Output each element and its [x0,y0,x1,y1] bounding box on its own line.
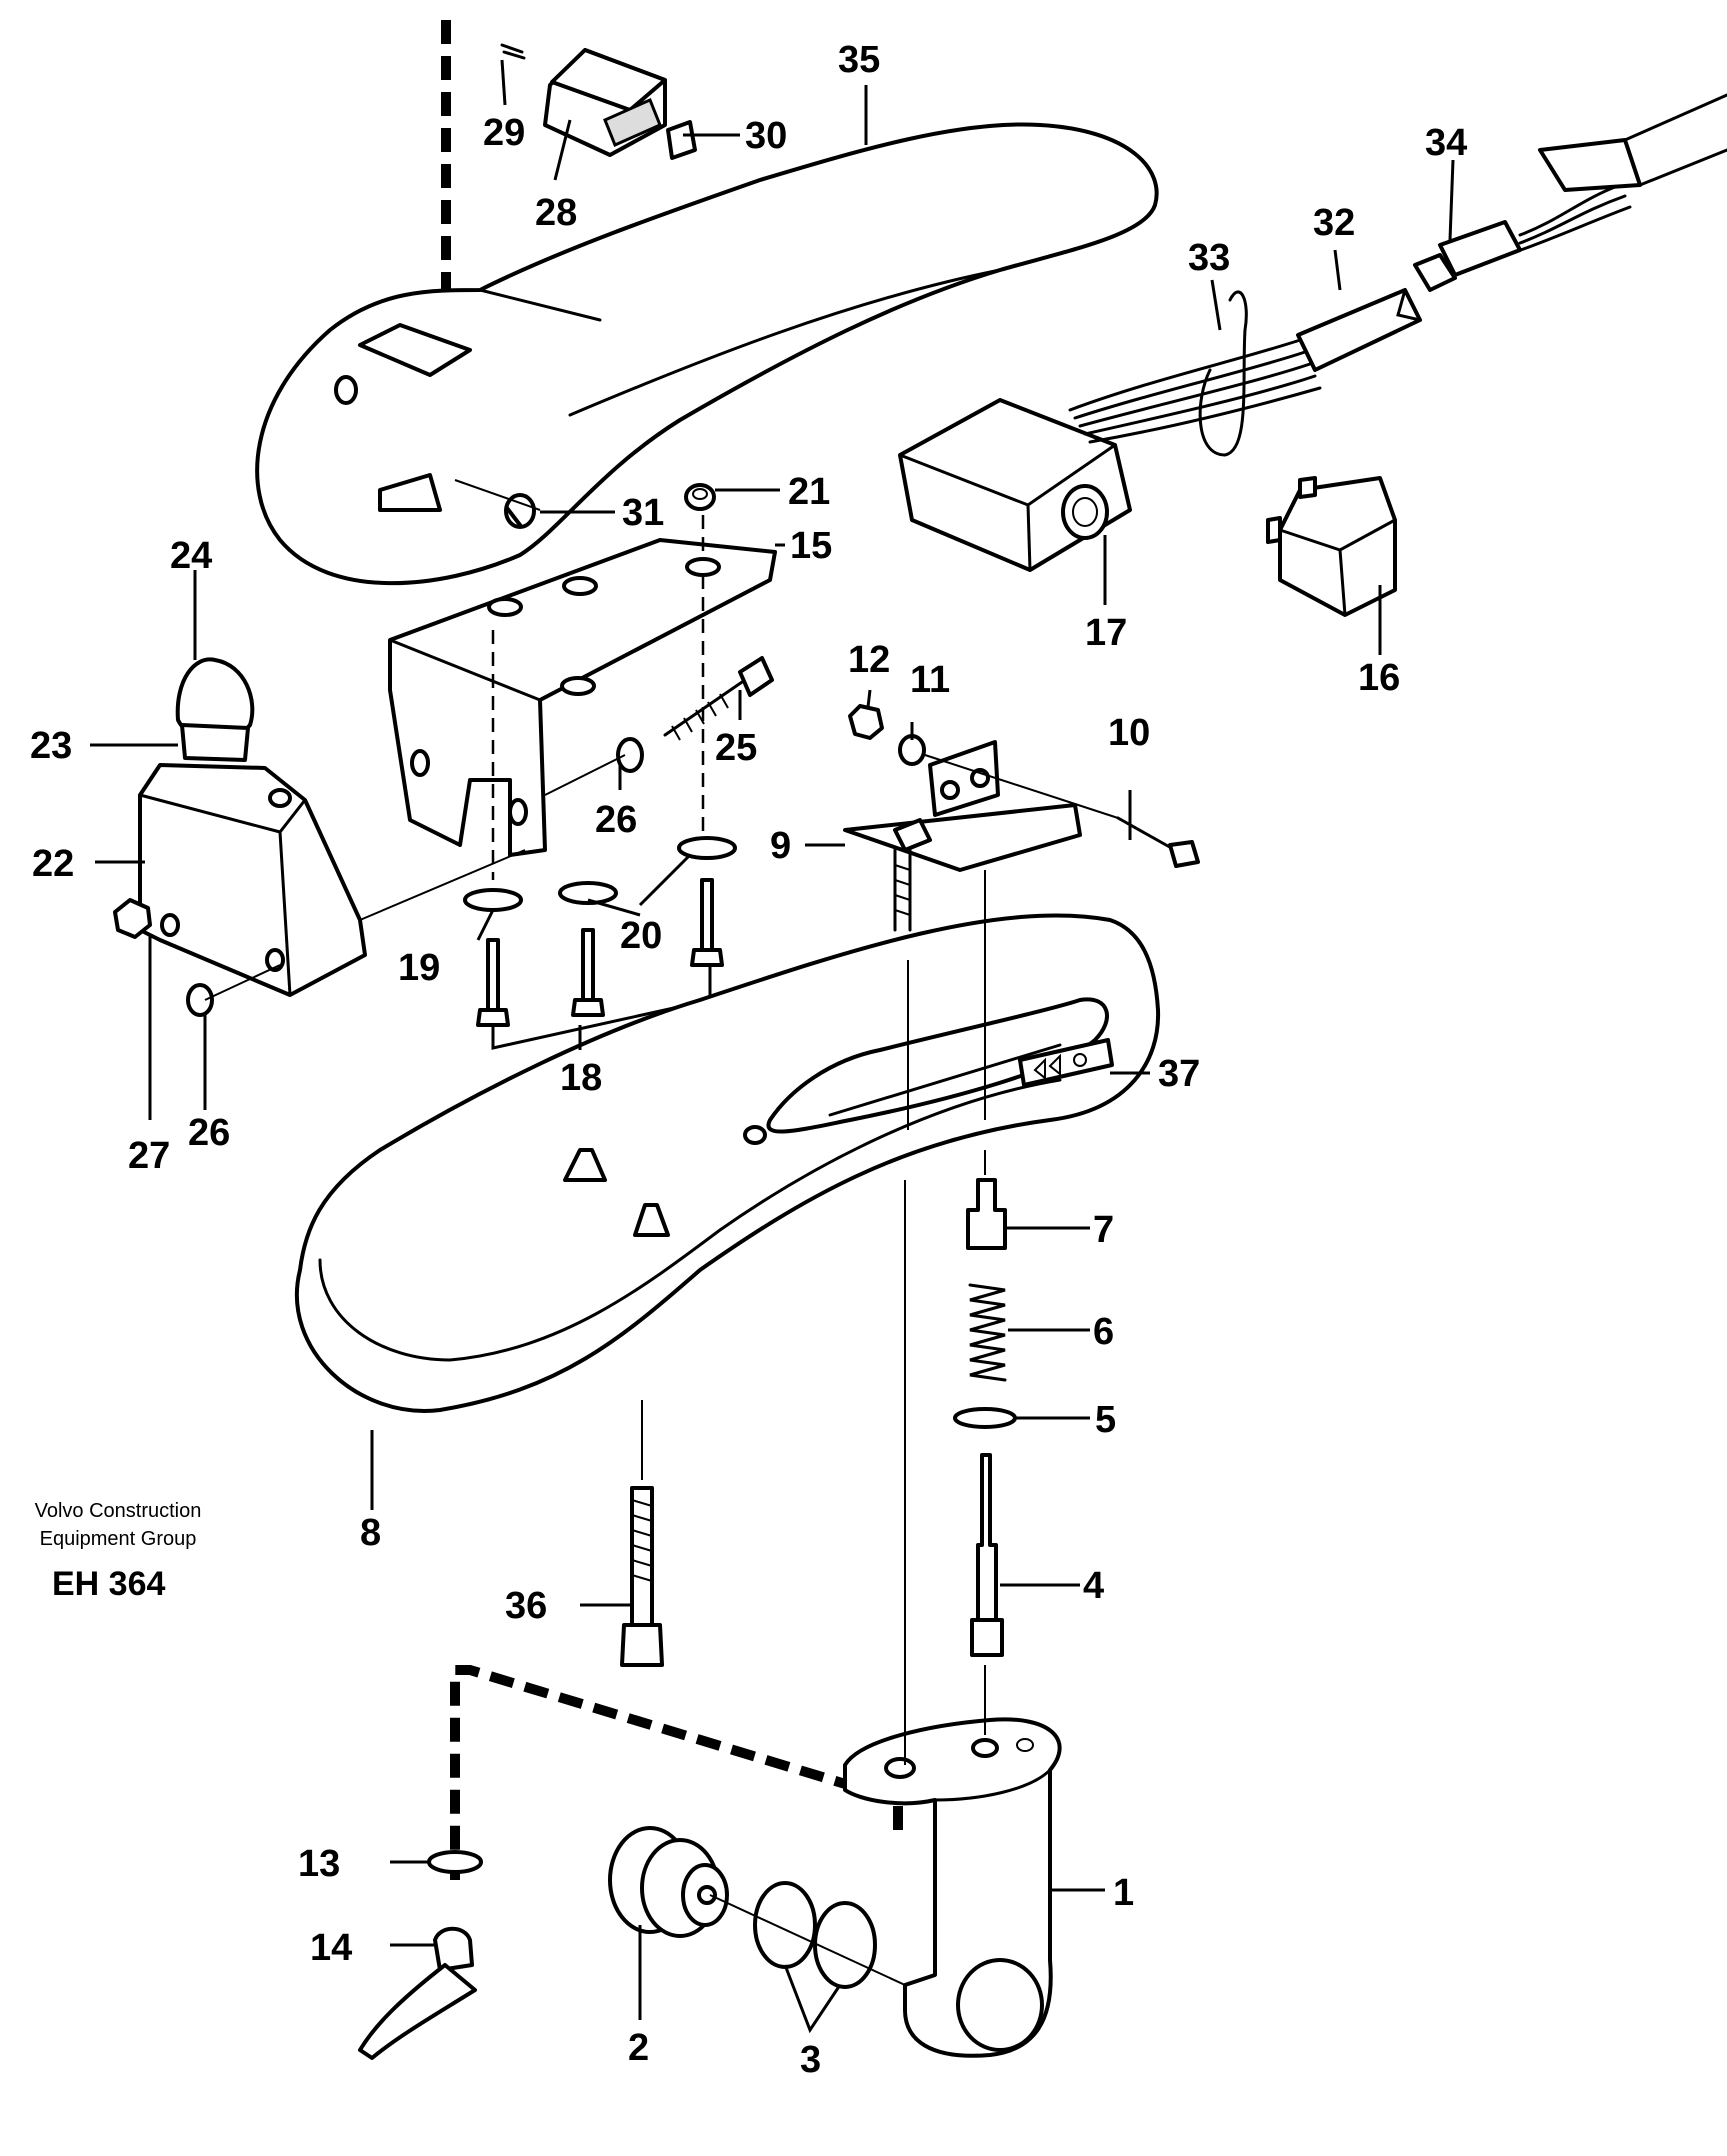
callout-36: 36 [505,1585,547,1627]
assembly-line-housing2 [204,964,281,1001]
callout-29: 29 [483,112,525,154]
hex-nut [113,898,152,939]
callout-34: 34 [1425,122,1467,164]
washer-upper [616,737,644,773]
callout-24: 24 [170,535,212,577]
callout-17: 17 [1085,612,1127,654]
wiring-harness [1068,290,1322,457]
mounting-bracket [388,538,777,857]
bolt-washers [463,836,737,912]
assembly-line-lower [450,1665,903,1880]
callout-35: 35 [838,39,880,81]
lever-washer [427,1850,483,1874]
adjustment-lever [358,1926,477,2060]
callout-13: 13 [298,1843,340,1885]
armrest-cover [255,122,1159,586]
joystick-housing [138,763,367,997]
assembly-line-nut21 [454,479,541,511]
callout-23: 23 [30,725,72,767]
connector-socket [1296,288,1422,372]
callout-3: 3 [800,2039,821,2081]
callout-leaders [90,59,1455,2034]
connector-plug [1413,220,1522,292]
callout-15: 15 [790,525,832,567]
callout-14: 14 [310,1927,352,1969]
callout-1: 1 [1113,1872,1134,1914]
callout-37: 37 [1158,1053,1200,1095]
switch-bracket [843,740,1082,932]
switch-cap [666,120,697,160]
callout-5: 5 [1095,1399,1116,1441]
callout-30: 30 [745,115,787,157]
small-nut [848,704,884,740]
control-unit [898,398,1132,572]
pivot-plug [608,1826,729,1938]
long-screw [1116,816,1200,868]
bolt-group-bracket [491,963,712,1050]
callout-27: 27 [128,1135,170,1177]
callout-32: 32 [1313,202,1355,244]
callout-26-upper: 26 [595,799,637,841]
callout-18: 18 [560,1057,602,1099]
assembly-line-screw [924,754,1119,819]
callout-22: 22 [32,843,74,885]
spring-washer [953,1407,1017,1429]
callout-9: 9 [770,825,791,867]
company-credit: Volvo Construction Equipment Group [18,1497,218,1553]
callout-31: 31 [622,492,664,534]
company-line-2: Equipment Group [39,1528,197,1550]
assembly-line-housing [359,849,526,921]
callout-4: 4 [1083,1565,1104,1607]
rubber-boot [180,723,250,762]
callout-21: 21 [788,471,830,513]
callout-8: 8 [360,1512,381,1554]
plunger-pin [970,1453,1004,1657]
callout-28: 28 [535,192,577,234]
screw [663,656,774,741]
callout-2: 2 [628,2027,649,2069]
company-line-1: Volvo Construction [34,1500,202,1522]
rocker-switch [543,48,667,157]
assembly-line-washer26 [544,754,626,796]
long-bolt [620,1486,664,1667]
small-washer [898,734,926,766]
assembly-line-plug [709,1894,906,1986]
callout-6: 6 [1093,1311,1114,1353]
lock-nut [684,483,716,511]
drawing-code: EH 364 [52,1565,166,1603]
callout-20: 20 [620,915,662,957]
support-arm [843,1717,1062,2058]
armrest-base [294,913,1161,1413]
sleeve [966,1178,1007,1250]
callout-26-lower: 26 [188,1112,230,1154]
callout-25: 25 [715,727,757,769]
cable-trunk [1516,93,1727,253]
bushing [504,493,536,529]
callout-7: 7 [1093,1209,1114,1251]
callout-10: 10 [1108,712,1150,754]
relay [1266,476,1397,617]
callout-16: 16 [1358,657,1400,699]
spring [968,1283,1007,1382]
spring-clip [500,43,526,60]
callout-33: 33 [1188,237,1230,279]
callout-11: 11 [910,659,950,701]
callout-19: 19 [398,947,440,989]
washer-lower [186,983,214,1017]
bolts [476,878,724,1027]
o-rings [753,1881,877,1989]
callout-12: 12 [848,639,890,681]
direction-decal [1018,1038,1114,1087]
